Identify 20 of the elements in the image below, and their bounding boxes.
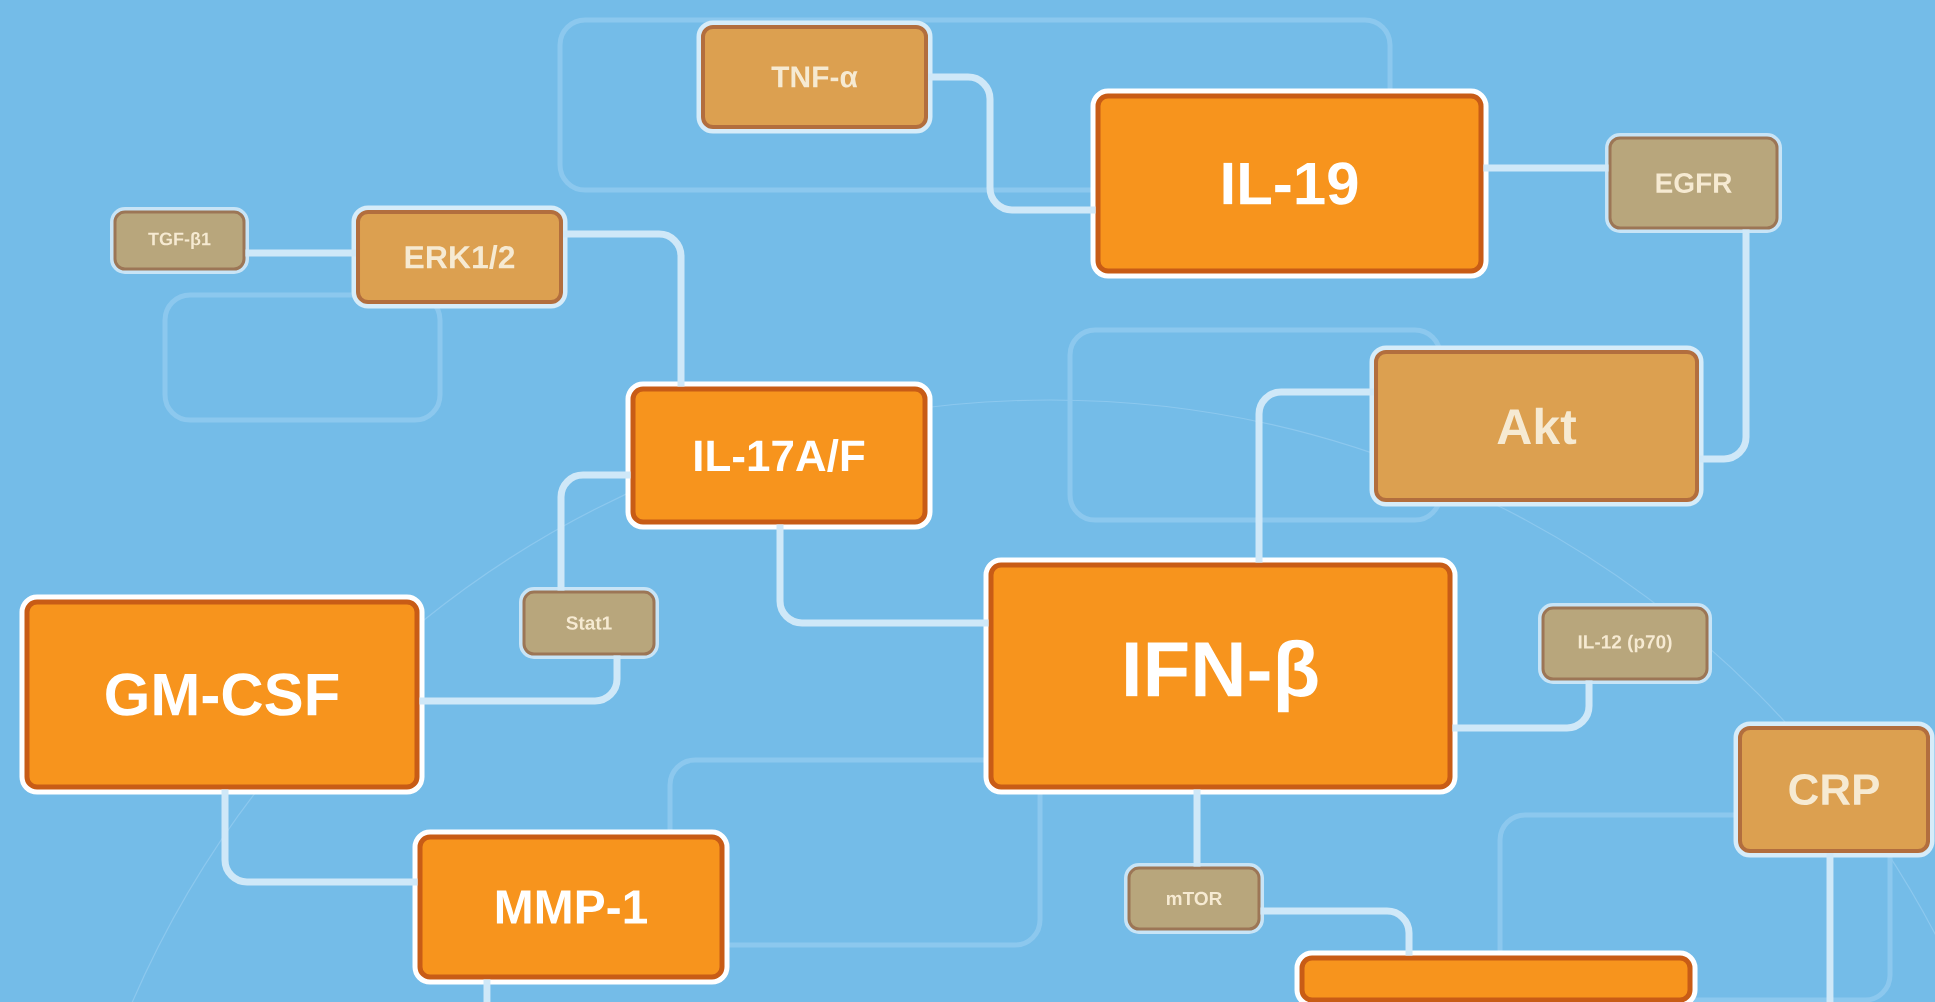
cytokine-box: MMP-1 (412, 829, 730, 985)
cytokine-box: IL-17A/F (625, 381, 933, 530)
protein-box: CRP (1733, 721, 1935, 858)
cytokine-box: IFN-β (983, 557, 1458, 795)
marker-box: TGF-β1 (110, 207, 249, 274)
connector-line (419, 655, 621, 705)
connector-line (1699, 229, 1750, 463)
marker-box: mTOR (1124, 863, 1264, 934)
connector-line (1452, 680, 1593, 732)
marker-box: EGFR (1605, 133, 1782, 233)
connector-line (1826, 853, 1834, 1002)
protein-box: Akt (1369, 345, 1704, 507)
connector-line (483, 979, 491, 1002)
protein-box: TNF-α (696, 20, 933, 134)
protein-box: ERK1/2 (351, 205, 568, 309)
cytokine-box: IL-19 (1090, 88, 1489, 279)
cytokine-box: GM-CSF (19, 594, 425, 795)
empty-box (1294, 950, 1698, 1002)
marker-box: Stat1 (519, 587, 659, 659)
marker-box: IL-12 (p70) (1538, 603, 1712, 684)
